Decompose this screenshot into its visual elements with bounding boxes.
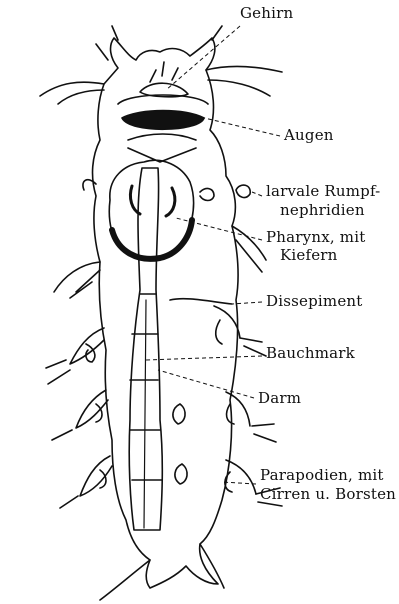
label-parapodien-line1: Parapodien, mit bbox=[260, 466, 384, 484]
label-bauchmark: Bauchmark bbox=[266, 344, 355, 362]
label-augen: Augen bbox=[284, 126, 334, 144]
parapodia-left bbox=[46, 262, 112, 508]
label-nephridien-line1: larvale Rumpf- bbox=[266, 182, 380, 200]
leader-augen bbox=[196, 116, 280, 136]
label-gehirn: Gehirn bbox=[240, 4, 293, 22]
leader-bauchmark bbox=[146, 356, 262, 360]
jaws bbox=[130, 186, 174, 216]
label-darm: Darm bbox=[258, 389, 301, 407]
leader-gehirn bbox=[166, 26, 240, 90]
label-nephridien-line2: nephridien bbox=[280, 201, 365, 219]
label-pharynx-line1: Pharynx, mit bbox=[266, 228, 365, 246]
label-parapodien-line2: Cirren u. Borsten bbox=[260, 485, 396, 503]
eye-band bbox=[122, 111, 204, 130]
parapodia-right bbox=[173, 226, 282, 506]
dissepiment bbox=[170, 299, 232, 304]
label-dissepiment: Dissepiment bbox=[266, 292, 363, 310]
anal-cirrus-left bbox=[100, 560, 150, 600]
nephridium bbox=[200, 189, 214, 201]
leader-darm bbox=[158, 370, 254, 398]
leader-nephridien bbox=[252, 192, 262, 196]
label-pharynx-line2: Kiefern bbox=[280, 246, 338, 264]
